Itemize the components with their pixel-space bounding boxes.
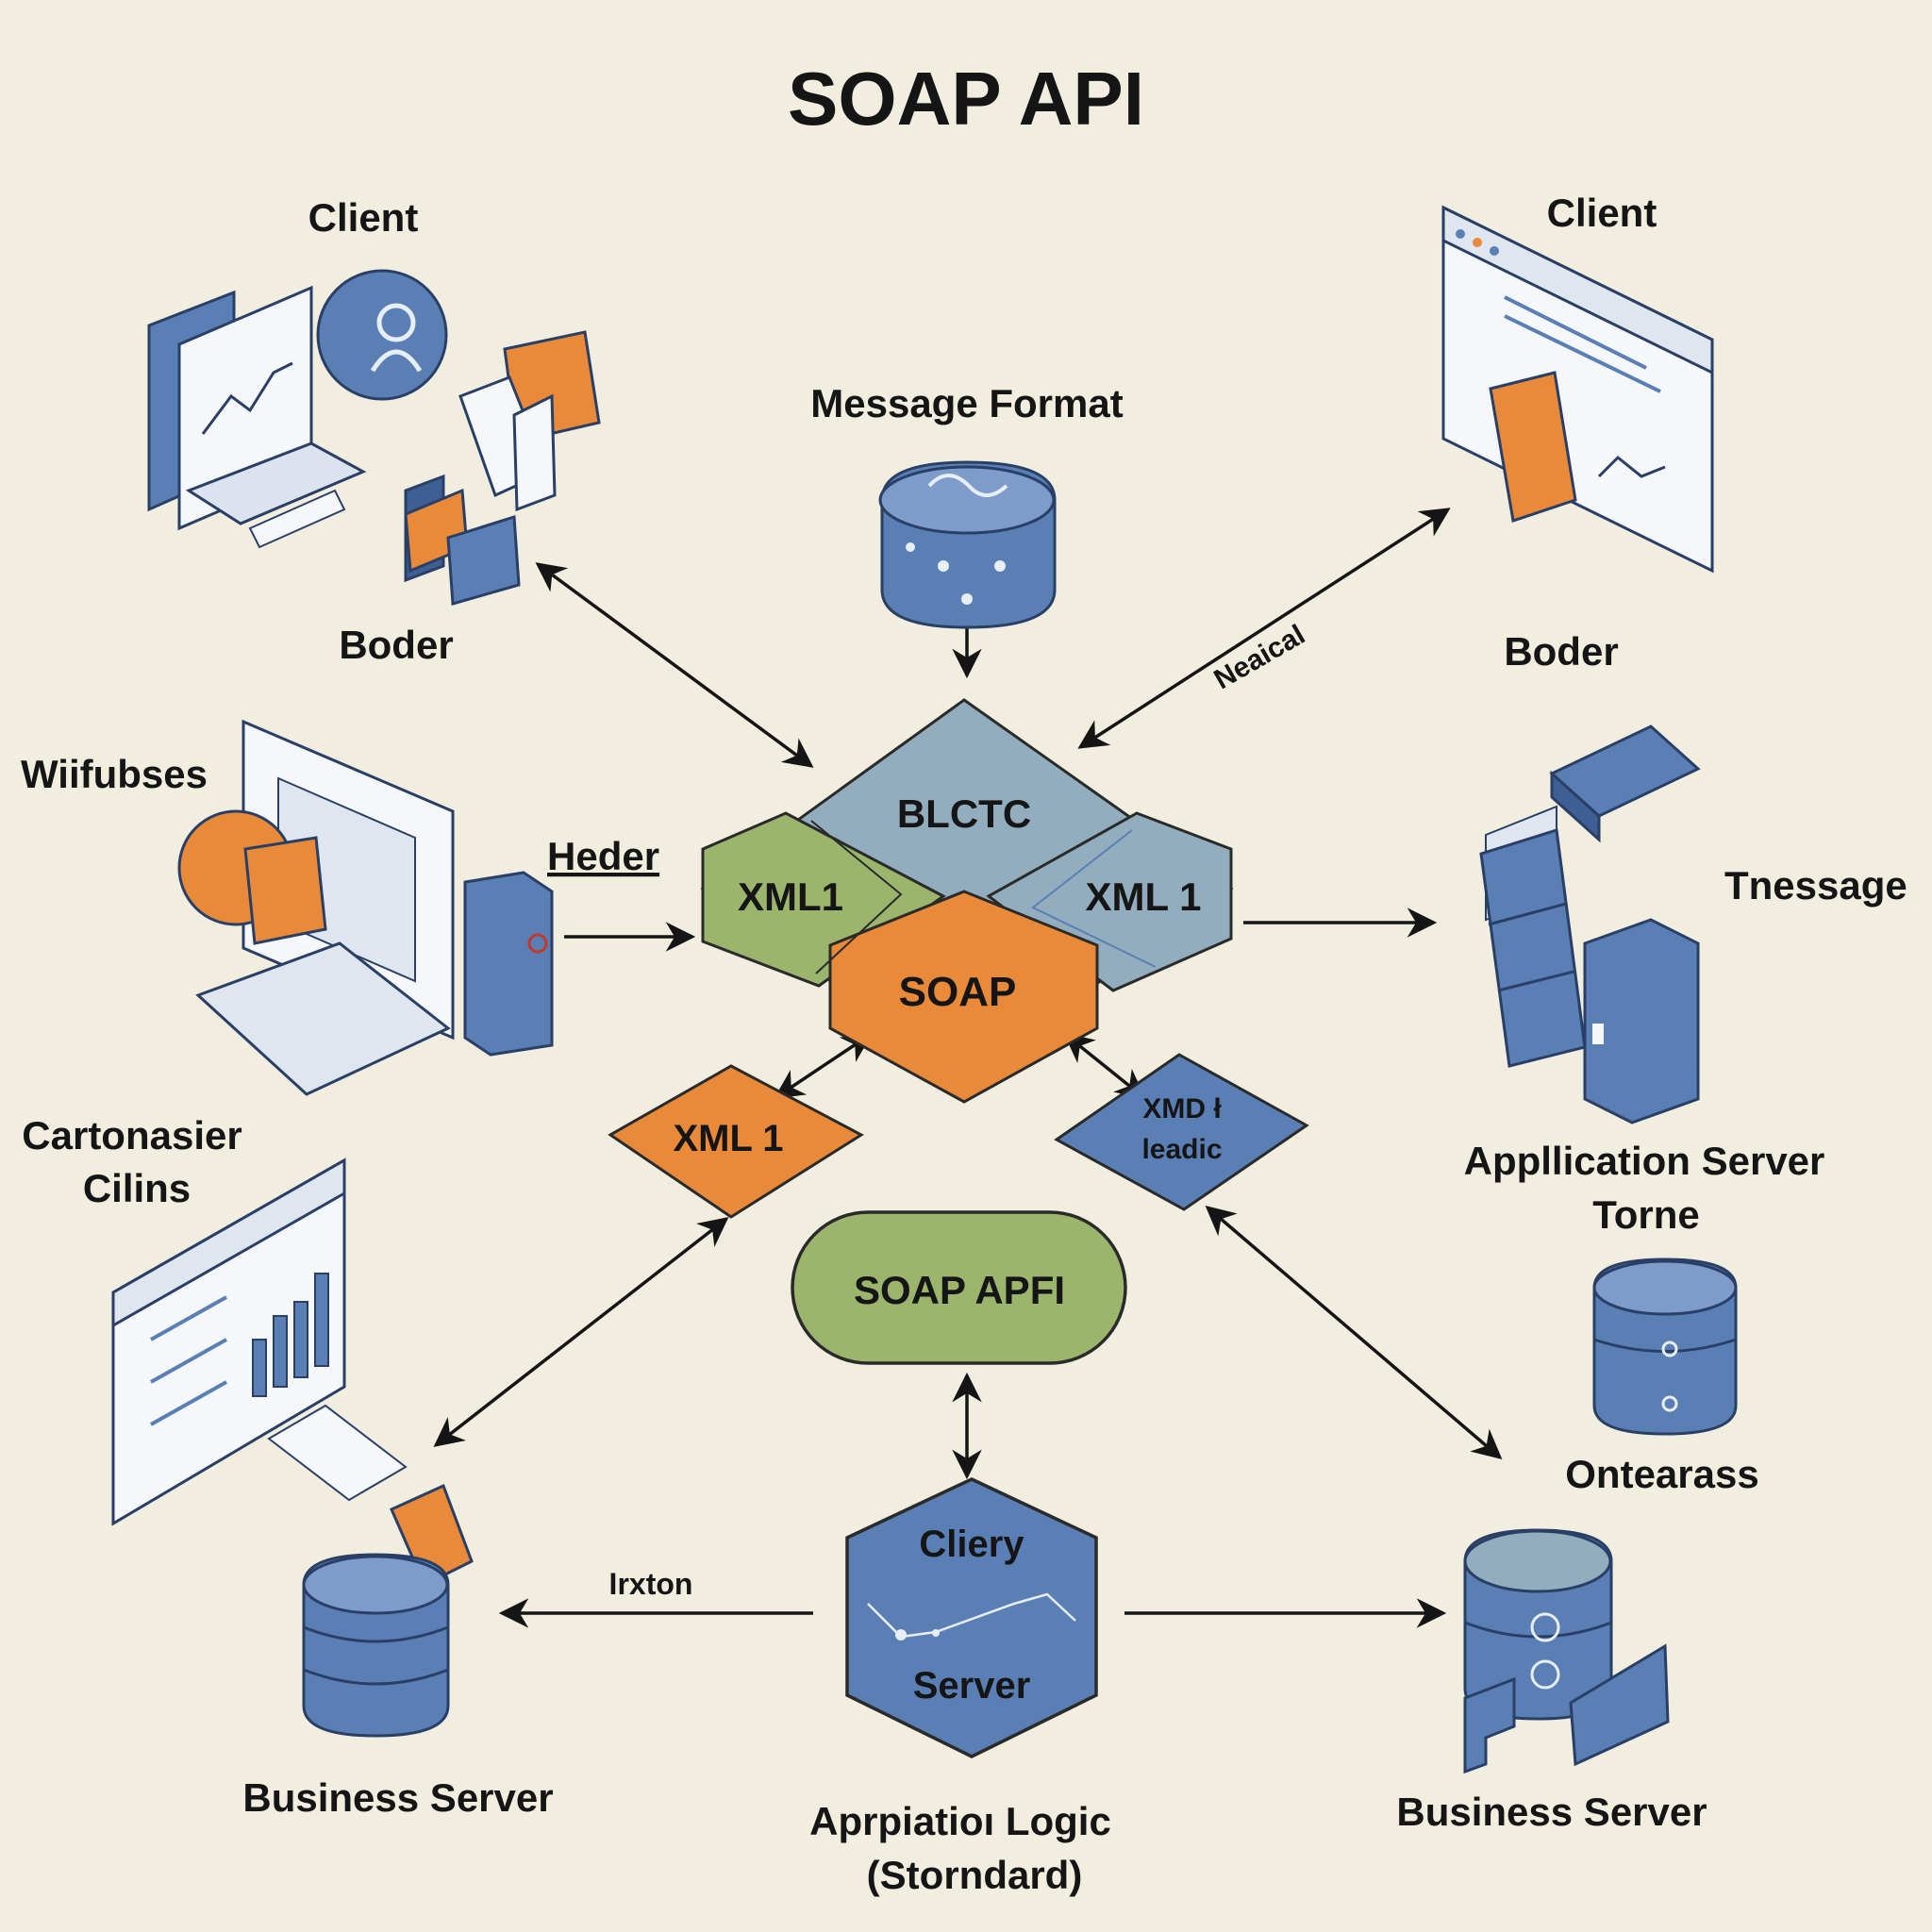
xmd-diamond[interactable] [1054,1053,1309,1211]
xml-left-label: XML1 [738,874,843,919]
xml-right-label: XML 1 [1086,874,1202,919]
labels: Client Client Boder Boder Message Format… [21,191,1907,1897]
monitor-side-icon [1550,770,1601,843]
keyboard-icon [185,441,367,525]
arrow-to-ontearass [1205,1205,1503,1460]
client-label-top-right: Client [1547,191,1657,235]
connectors [433,508,1503,1628]
business-server-label-left: Business Server [242,1775,553,1820]
orange-package-icon [243,836,327,945]
business-server-label-right: Business Server [1396,1790,1707,1834]
arrow-client-right-to-core [1077,508,1451,749]
browser-text-line-icon [1504,314,1661,393]
arrow-xml-small [774,1033,873,1099]
boder-label-right: Boder [1504,629,1618,674]
chart-line-icon [201,361,293,435]
message-format-label: Message Format [810,381,1123,425]
heder-label: Heder [547,834,659,878]
message-format-database-icon [878,460,1057,629]
user-head-icon [376,303,416,342]
soap-label: SOAP [899,969,1017,1015]
browser-dot-icon [1473,238,1482,247]
server-graph-point [895,1629,907,1641]
dashboard-bar-icon [293,1301,308,1378]
keyboard-keys-icon [248,489,346,549]
browser-dot-icon [1490,246,1499,256]
tower-server-icon [463,871,554,1057]
app-logic-label-line-1: Aprpiatioı Logic [809,1799,1111,1843]
cliery-label: Cliery [919,1524,1024,1565]
blctc-label: BLCTC [897,791,1031,836]
tower-power-icon [527,933,548,954]
database-icon-bottom-right [1463,1528,1670,1774]
xml-small-diamond[interactable] [608,1064,864,1219]
soap-apfi-pill[interactable] [791,1210,1127,1365]
browser-dot-icon [1456,229,1465,239]
app-server-label-line-1: Appllication Server [1464,1139,1825,1183]
server-rack-icon [1479,828,1587,1068]
wiifubses-label: Wiifubses [21,752,208,796]
user-body-icon [370,349,423,373]
server-label: Server [913,1665,1031,1707]
dashboard-list-line-icon [150,1295,227,1341]
irxton-label: Irxton [609,1567,693,1601]
app-logic-label-line-2: (Storndard) [867,1853,1083,1897]
application-server-cluster-right [1479,724,1701,1124]
dashboard-bar-icon [314,1273,329,1367]
soap-hexagon[interactable] [828,890,1099,1104]
soap-apfi-label: SOAP APFI [854,1268,1065,1312]
cartonasier-label-line-1: Cartonasier [22,1113,242,1158]
paper-sheet-icon [267,1404,408,1502]
xmd-label-1: XMD ł [1142,1093,1222,1124]
dashboard-titlebar-icon [111,1158,346,1328]
database-icon-right [1592,1257,1738,1436]
blue-cube-icon [446,514,521,606]
document-page-icon [512,393,557,512]
dashboard-bar-icon [273,1315,288,1388]
dashboard-bar-icon [252,1339,267,1397]
tnessage-label: Tnessage [1724,863,1907,908]
rack-divider-icon [1488,902,1567,926]
dashboard-list-line-icon [150,1380,227,1426]
page-title: SOAP API [788,57,1144,141]
client-label-top-left: Client [308,195,419,240]
xml-right-inner-line [1031,829,1157,968]
app-server-label-line-2: Torne [1592,1192,1700,1237]
tower-slot-icon [1592,1024,1604,1044]
browser-window-icon [1441,205,1714,574]
soap-core [700,698,1234,1104]
browser-titlebar-icon [1441,205,1714,375]
cartonasier-label-line-2: Cilins [83,1166,191,1210]
server-graph-point [932,1629,940,1637]
boder-label-left: Boder [339,623,453,667]
keyboard-icon [195,941,451,1096]
ontearass-label: Ontearass [1565,1452,1758,1496]
tower-server-icon [1583,918,1700,1124]
arrow-to-cartonasier [433,1217,729,1447]
xml-left-inner-line [810,820,903,974]
database-icon-bottom-left [302,1553,450,1738]
rack-divider-icon [1497,970,1574,992]
browser-text-line-icon [1504,295,1647,370]
xml-small-label: XML 1 [673,1118,783,1159]
client-browser-top-right [1441,205,1714,574]
dashboard-list-line-icon [150,1338,227,1384]
xml-right-block[interactable] [986,811,1233,992]
dashboard-cluster-bottom-left [111,1158,474,1588]
sync-arrows-icon [1597,455,1666,478]
server-graph-line [867,1592,1076,1639]
client-cluster-top-left [147,269,601,606]
arrow-client-left-to-core [535,562,814,768]
xmd-label-2: leadic [1141,1134,1222,1165]
workstation-cluster-left [177,719,554,1096]
orange-cylinder-icon [1489,371,1577,523]
